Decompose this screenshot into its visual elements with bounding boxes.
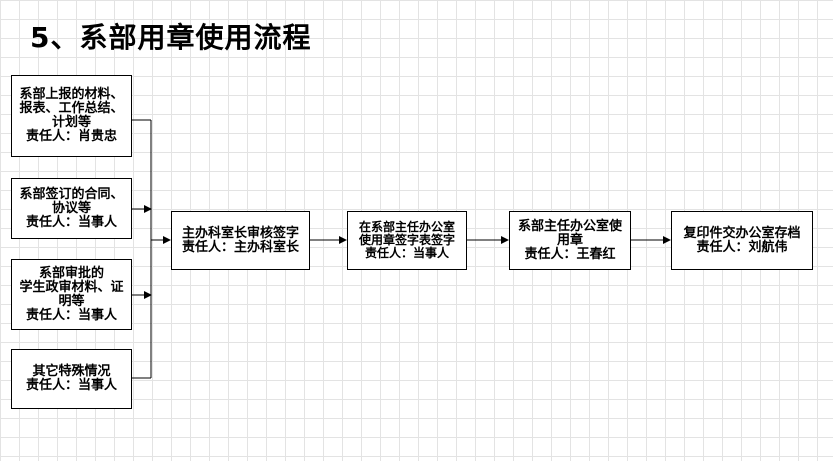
step-box-text: 使用章签字表签字 — [358, 233, 455, 247]
responsible-person: 责任人：当事人 — [25, 307, 117, 323]
responsible-person: 责任人：刘航伟 — [696, 239, 788, 255]
step-box-text: 用章 — [556, 232, 583, 248]
source-box-text: 系部上报的材料、 — [19, 87, 124, 102]
source-box-text: 系部签订的合同、 — [19, 186, 124, 202]
responsible-person: 责任人：当事人 — [364, 246, 449, 260]
source-box-text: 系部审批的 — [38, 265, 104, 281]
step-box-text: 在系部主任办公室 — [358, 220, 455, 234]
source-box-text: 协议等 — [51, 200, 91, 216]
responsible-person: 责任人：主办科室长 — [181, 239, 299, 255]
source-box-text: 学生政审材料、证 — [19, 279, 124, 295]
responsible-person: 责任人：当事人 — [25, 378, 117, 393]
step-box-archive: 复印件交办公室存档 责任人：刘航伟 — [671, 211, 813, 270]
page-title: 5、系部用章使用流程 — [30, 21, 312, 54]
responsible-person: 责任人：当事人 — [25, 214, 117, 230]
responsible-person: 责任人：肖贵忠 — [25, 129, 117, 144]
source-box-student-review: 系部审批的 学生政审材料、证 明等 责任人：当事人 — [11, 259, 132, 330]
step-box-text: 主办科室长审核签字 — [181, 225, 299, 241]
source-box-text: 报表、工作总结、 — [19, 101, 124, 116]
source-box-text: 明等 — [58, 293, 85, 309]
step-box-use-seal: 系部主任办公室使 用章 责任人：王春红 — [509, 211, 631, 270]
source-box-text: 其它特殊情况 — [32, 364, 111, 379]
responsible-person: 责任人：王春红 — [524, 246, 616, 262]
step-box-text: 系部主任办公室使 — [517, 218, 622, 234]
source-box-text: 计划等 — [51, 115, 91, 130]
source-box-contracts: 系部签订的合同、 协议等 责任人：当事人 — [11, 178, 132, 239]
source-box-special: 其它特殊情况 责任人：当事人 — [11, 349, 132, 409]
step-box-sign-form: 在系部主任办公室 使用章签字表签字 责任人：当事人 — [347, 211, 467, 270]
step-box-text: 复印件交办公室存档 — [683, 225, 801, 241]
source-box-reports: 系部上报的材料、 报表、工作总结、 计划等 责任人：肖贵忠 — [11, 75, 132, 157]
step-box-review-sign: 主办科室长审核签字 责任人：主办科室长 — [171, 211, 310, 270]
